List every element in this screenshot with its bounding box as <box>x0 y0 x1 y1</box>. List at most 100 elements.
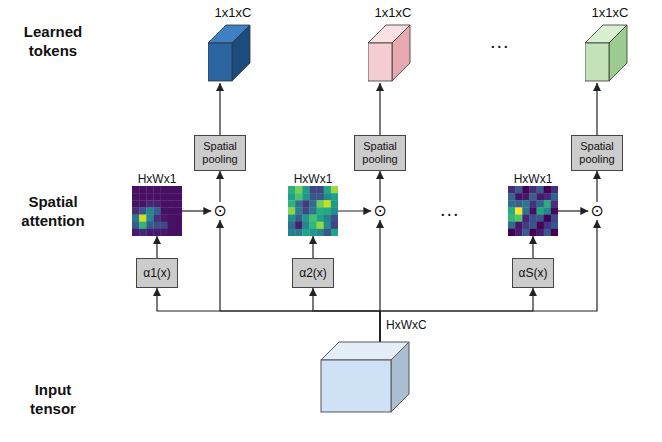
heatmap-cell <box>544 193 551 200</box>
node-text: ⊙ <box>373 202 386 220</box>
heatmap-cell <box>515 207 522 214</box>
heatmap-cell <box>309 193 316 200</box>
heatmap-cell <box>139 229 146 236</box>
connector-arrow <box>338 210 371 211</box>
attention-map: HxWx1 <box>130 172 184 236</box>
heatmap-cell <box>302 229 309 236</box>
node-text: αS(x) <box>519 266 548 280</box>
node-text: ⊙ <box>213 202 226 220</box>
heatmap-cell <box>529 200 536 207</box>
heatmap-cell <box>544 215 551 222</box>
connector-arrow <box>182 210 211 211</box>
heatmap-cell <box>551 229 558 236</box>
heatmap-cell <box>317 207 324 214</box>
heatmap-cell <box>522 193 529 200</box>
node-text: Spatial pooling <box>579 140 614 166</box>
node-text: 1x1xC <box>200 5 260 21</box>
heatmap-cell <box>508 200 515 207</box>
elementwise-product: ⊙ <box>211 202 228 220</box>
heatmap-cell <box>146 222 153 229</box>
node-text: 1x1xC <box>360 5 420 21</box>
heatmap-cell <box>302 222 309 229</box>
heatmap-cell <box>309 200 316 207</box>
heatmap-cell <box>331 200 338 207</box>
heatmap-cell <box>168 222 175 229</box>
heatmap-cell <box>146 193 153 200</box>
heatmap-cell <box>551 193 558 200</box>
heatmap-cell <box>302 186 309 193</box>
cuboid-face <box>232 25 250 81</box>
cuboid-face <box>392 25 410 81</box>
heatmap-cell <box>146 229 153 236</box>
heatmap-cell <box>309 229 316 236</box>
heatmap-cell <box>522 200 529 207</box>
heatmap-cell <box>139 207 146 214</box>
heatmap-cell <box>317 193 324 200</box>
heatmap-cell <box>544 186 551 193</box>
row-label: Learned tokens <box>10 22 96 60</box>
heatmap-cell <box>544 207 551 214</box>
heatmap-cell <box>529 215 536 222</box>
heatmap-cell <box>309 215 316 222</box>
learned-token: 1x1xC <box>360 5 420 83</box>
node-text: HxWxC <box>386 318 427 332</box>
heatmap-cell <box>168 200 175 207</box>
connector-arrow <box>220 220 380 346</box>
heatmap-cell <box>132 222 139 229</box>
elementwise-product: ⊙ <box>588 202 605 220</box>
heatmap-cell <box>331 222 338 229</box>
heatmap-cell <box>168 207 175 214</box>
heatmap-cell <box>537 193 544 200</box>
heatmap-cell <box>175 193 182 200</box>
heatmap-cell <box>161 222 168 229</box>
heatmap-cell <box>288 186 295 193</box>
heatmap-cell <box>153 229 160 236</box>
heatmap-cell <box>317 229 324 236</box>
heatmap-cell <box>146 186 153 193</box>
heatmap-cell <box>139 186 146 193</box>
heatmap-cell <box>317 200 324 207</box>
heatmap-cell <box>309 222 316 229</box>
heatmap-cell <box>153 186 160 193</box>
heatmap-cell <box>288 229 295 236</box>
heatmap-cell <box>551 186 558 193</box>
heatmap-cell <box>168 215 175 222</box>
heatmap-cell <box>132 229 139 236</box>
connector-arrow <box>313 288 380 346</box>
heatmap-cell <box>544 229 551 236</box>
heatmap-cell <box>161 207 168 214</box>
heatmap-cell <box>139 215 146 222</box>
row-label: Spatial attention <box>10 192 96 230</box>
heatmap-cell <box>522 215 529 222</box>
heatmap-cell <box>522 222 529 229</box>
heatmap-cell <box>295 207 302 214</box>
heatmap-cell <box>529 193 536 200</box>
heatmap-cell <box>168 186 175 193</box>
heatmap-cell <box>515 186 522 193</box>
heatmap-cell <box>537 207 544 214</box>
cube-face <box>321 360 391 412</box>
heatmap-cell <box>153 193 160 200</box>
heatmap-cell <box>161 200 168 207</box>
heatmap-cell <box>508 229 515 236</box>
cuboid-face <box>609 25 627 81</box>
heatmap-cell <box>309 186 316 193</box>
ellipsis: ... <box>440 198 460 220</box>
heatmap-cell <box>132 200 139 207</box>
heatmap-cell <box>175 215 182 222</box>
heatmap-cell <box>161 229 168 236</box>
heatmap-cell <box>175 200 182 207</box>
heatmap-cell <box>324 215 331 222</box>
cuboid-face <box>208 43 232 81</box>
heatmap-cell <box>508 222 515 229</box>
spatial-pooling-box: Spatial pooling <box>571 135 622 171</box>
heatmap-cell <box>537 229 544 236</box>
heatmap-cell <box>295 186 302 193</box>
heatmap-cell <box>288 207 295 214</box>
heatmap-cell <box>324 222 331 229</box>
node-text: Spatial pooling <box>202 140 237 166</box>
ellipsis: ... <box>490 30 510 52</box>
heatmap-cell <box>508 186 515 193</box>
heatmap-cell <box>537 222 544 229</box>
